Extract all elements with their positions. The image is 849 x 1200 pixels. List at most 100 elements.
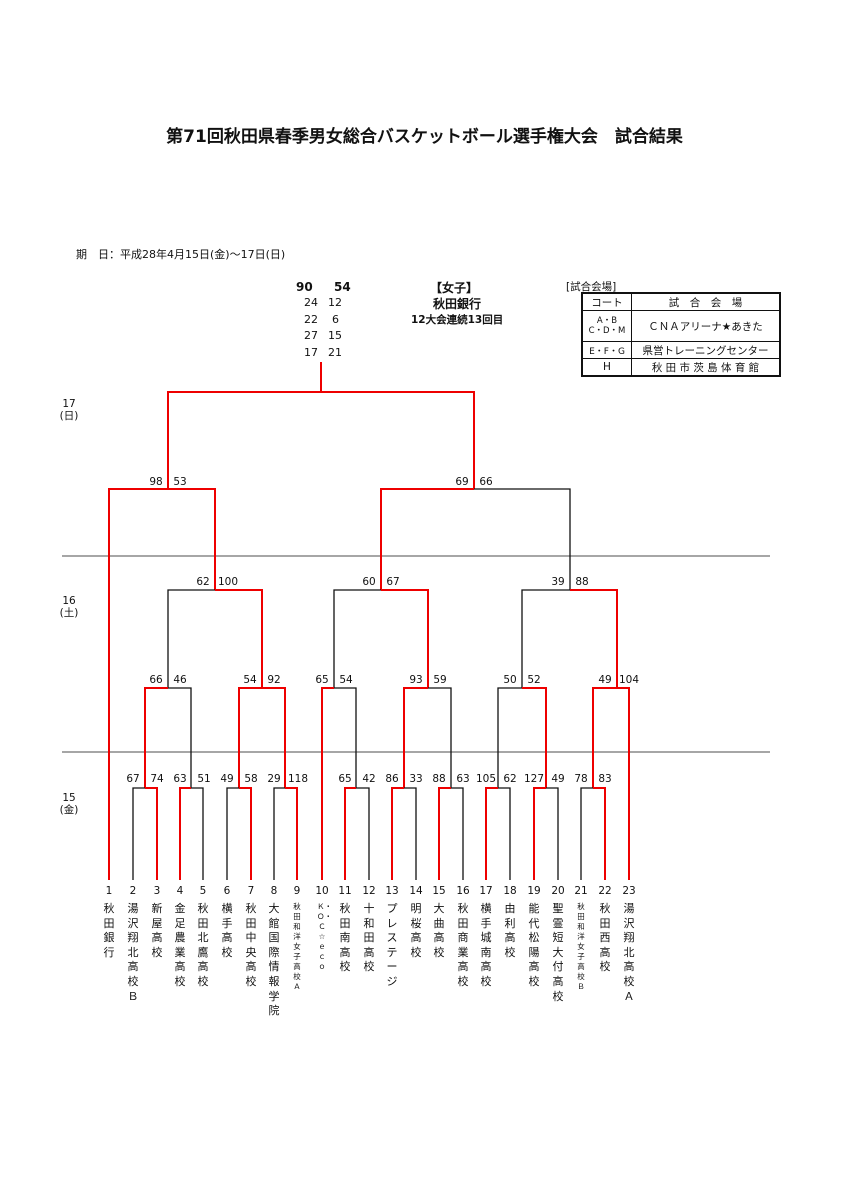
team-number: 2 (129, 885, 137, 897)
qf3-loser (521, 589, 570, 688)
team-name: 湯沢翔北高校Ａ (623, 902, 635, 1003)
r2-winner (144, 687, 168, 788)
venue-row: H 秋 田 市 茨 島 体 育 館 (581, 358, 781, 377)
team-name: 由利高校 (504, 902, 516, 959)
team-number: 13 (385, 885, 399, 897)
final-left-total: 90 (296, 280, 313, 294)
venue-place: 県営トレーニングセンター (631, 341, 781, 359)
sf1-left-score: 98 (149, 476, 163, 488)
r1-winner (485, 787, 498, 880)
r1-loser (273, 787, 285, 880)
team-name: Ｋ・Ｏ・Ｃ☆ｅｃｏ (317, 902, 332, 971)
r1-winner (285, 787, 298, 880)
r2-winner (262, 687, 286, 788)
team-name: 秋田銀行 (103, 902, 115, 959)
r1-left-score: 86 (385, 773, 399, 785)
r1-winner (593, 787, 606, 880)
team-name: 湯沢翔北高校Ｂ (127, 902, 139, 1003)
team-name: 明桜高校 (410, 902, 422, 959)
day-label-17: 17 (日) (57, 398, 81, 422)
team-name: 秋田北鷹高校 (197, 902, 209, 988)
r1-loser (226, 787, 239, 880)
team-number: 10 (315, 885, 329, 897)
r1-winner (179, 787, 191, 880)
final-q4-left: 17 (304, 346, 318, 359)
team-number: 14 (409, 885, 423, 897)
qf3-right-score: 88 (575, 576, 589, 588)
r1-loser (546, 787, 559, 880)
r1-left-score: 65 (338, 773, 352, 785)
r2-left-score: 50 (503, 674, 517, 686)
r2-winner (522, 687, 547, 788)
r2-left-score: 49 (598, 674, 612, 686)
r1-winner (438, 787, 451, 880)
sf2-right-score: 66 (479, 476, 493, 488)
final-right-total: 54 (334, 280, 351, 294)
final-q1-right: 12 (328, 296, 342, 309)
team-name: 十和田高校 (363, 902, 375, 974)
team-number: 23 (622, 885, 636, 897)
team-name: 秋田中央高校 (245, 902, 257, 988)
r1-winner (239, 787, 252, 880)
team-name: 秋田南高校 (339, 902, 351, 974)
sf1-winner (108, 488, 168, 880)
qf3-winner (570, 589, 618, 688)
team-name: プレステージ (386, 902, 398, 988)
final-q4-right: 21 (328, 346, 342, 359)
champion-note: 12大会連続13回目 (411, 314, 504, 326)
r1-right-score: 33 (409, 773, 423, 785)
day-number: 15 (62, 792, 76, 804)
team-name: 秋田和洋女子高校Ｂ (577, 902, 585, 991)
r1-right-score: 58 (244, 773, 258, 785)
qf1-right-score: 100 (218, 576, 239, 588)
team-number: 19 (527, 885, 541, 897)
team-number: 6 (223, 885, 231, 897)
sf2-loser (474, 488, 571, 590)
r2-loser (428, 687, 452, 788)
team-number: 4 (176, 885, 184, 897)
r2-right-score: 54 (339, 674, 353, 686)
sf1-loser (168, 488, 216, 590)
r2-loser (238, 687, 262, 788)
r2-loser (592, 687, 617, 788)
team-name: 大館国際情報学院 (268, 902, 280, 1018)
r1-right-score: 74 (150, 773, 164, 785)
r2-left-score: 54 (243, 674, 257, 686)
team-name: 新屋高校 (151, 902, 163, 959)
r1-left-score: 67 (126, 773, 140, 785)
team-name: 横手高校 (221, 902, 233, 959)
r2-loser (334, 687, 357, 788)
final-loser-branch (321, 391, 475, 489)
qf2-right-score: 67 (386, 576, 400, 588)
final-q3-right: 15 (328, 329, 342, 342)
r1-right-score: 83 (598, 773, 612, 785)
team-name: 能代松陽高校 (528, 902, 540, 988)
final-q1-left: 24 (304, 296, 318, 309)
r1-left-score: 127 (524, 773, 545, 785)
day-of-week: (日) (59, 410, 79, 422)
r2-winner (321, 687, 334, 880)
day-number: 16 (62, 595, 76, 607)
team-name: 大曲高校 (433, 902, 445, 959)
day-label-15: 15 (金) (57, 792, 81, 816)
qf1-left-score: 62 (196, 576, 210, 588)
team-number: 16 (456, 885, 470, 897)
final-q3-left: 27 (304, 329, 318, 342)
division-label: 【女子】 (430, 281, 479, 295)
r2-winner (403, 687, 428, 788)
venue-row: A・B C・D・M ＣＮＡアリーナ★あきた (581, 310, 781, 342)
team-number: 7 (247, 885, 255, 897)
r1-winner (391, 787, 404, 880)
team-number: 3 (153, 885, 161, 897)
r1-left-score: 49 (220, 773, 234, 785)
r1-right-score: 118 (288, 773, 309, 785)
r2-left-score: 66 (149, 674, 163, 686)
champion-name: 秋田銀行 (433, 297, 482, 311)
team-number: 17 (479, 885, 493, 897)
day-label-16: 16 (土) (57, 595, 81, 619)
team-name: 金足農業高校 (174, 902, 186, 988)
team-number: 11 (338, 885, 352, 897)
r1-loser (191, 787, 204, 880)
team-number: 15 (432, 885, 446, 897)
